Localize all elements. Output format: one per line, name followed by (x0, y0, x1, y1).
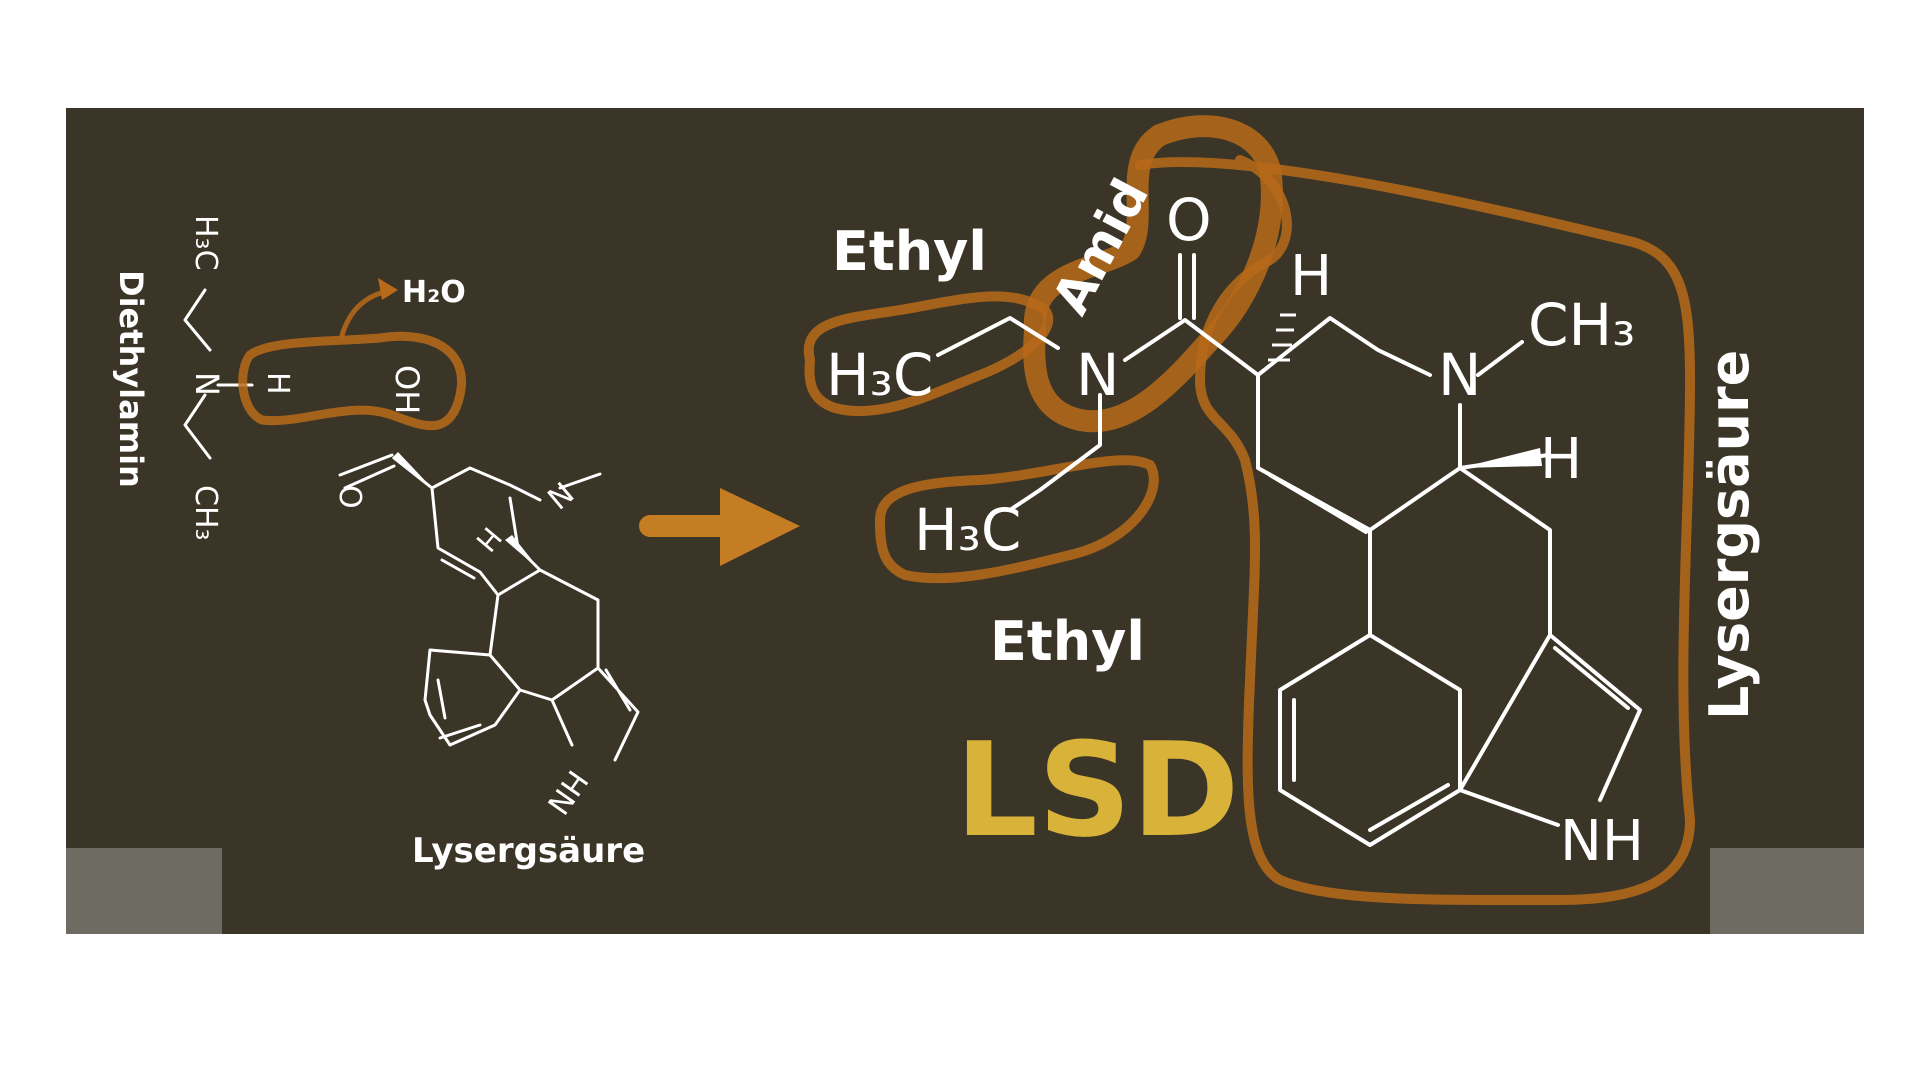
reaction-arrow-head (720, 488, 800, 566)
oxygen-atom-small: O (332, 485, 367, 509)
ethyl-label-top: Ethyl (832, 220, 987, 283)
lysergic-acid-highlight (1135, 155, 1695, 906)
nitrogen-atom-big: N (1438, 341, 1481, 409)
lysergic-acid-bonds (338, 453, 640, 762)
h3c-atom-2: H₃C (914, 496, 1021, 564)
wedge-bond-small (392, 452, 432, 488)
lsd-structure: H₃C H₃C N O H N CH₃ H NH Ethyl Ethyl Ami… (803, 115, 1761, 906)
ethyl-label-bottom: Ethyl (990, 610, 1145, 673)
board-corner-right (1710, 848, 1864, 934)
hydrogen-atom-amine: H (260, 372, 295, 395)
chalkboard-background (66, 108, 1864, 934)
water-label: H₂O (402, 275, 466, 310)
ethyl-highlight-bottom (875, 455, 1159, 584)
nh-atom-big: NH (1560, 809, 1644, 874)
hydrogen-atom-big-mid: H (1540, 427, 1582, 492)
nitrogen-atom-amide: N (1076, 341, 1119, 409)
diethylamine-label: Diethylamin (112, 270, 150, 488)
lysergic-acid-label-small: Lysergsäure (412, 831, 645, 871)
water-arrow-head (378, 278, 398, 300)
ch3-atom-bottom: CH₃ (188, 485, 223, 541)
hash-bond-h-big (1268, 313, 1296, 362)
oh-group: OH (388, 365, 426, 414)
condensation-highlight (238, 331, 466, 431)
wedge-bond-h-small (505, 535, 540, 570)
h3c-atom-1: H₃C (826, 341, 933, 409)
lsd-label: LSD (955, 714, 1239, 866)
lsd-bonds (936, 253, 1642, 847)
wedge-bond-h-big (1460, 448, 1542, 468)
diethylamine-structure: Diethylamin H₃C N CH₃ H (112, 215, 295, 541)
h3c-atom-top: H₃C (188, 215, 223, 271)
board-corner-left (66, 848, 222, 934)
lysergic-acid-label-big: Lysergsäure (1698, 350, 1761, 720)
ch3-atom-big: CH₃ (1528, 291, 1635, 359)
oxygen-atom-big: O (1166, 186, 1212, 254)
nitrogen-atom-amine: N (188, 372, 226, 396)
hydrogen-atom-big-top: H (1290, 244, 1332, 309)
